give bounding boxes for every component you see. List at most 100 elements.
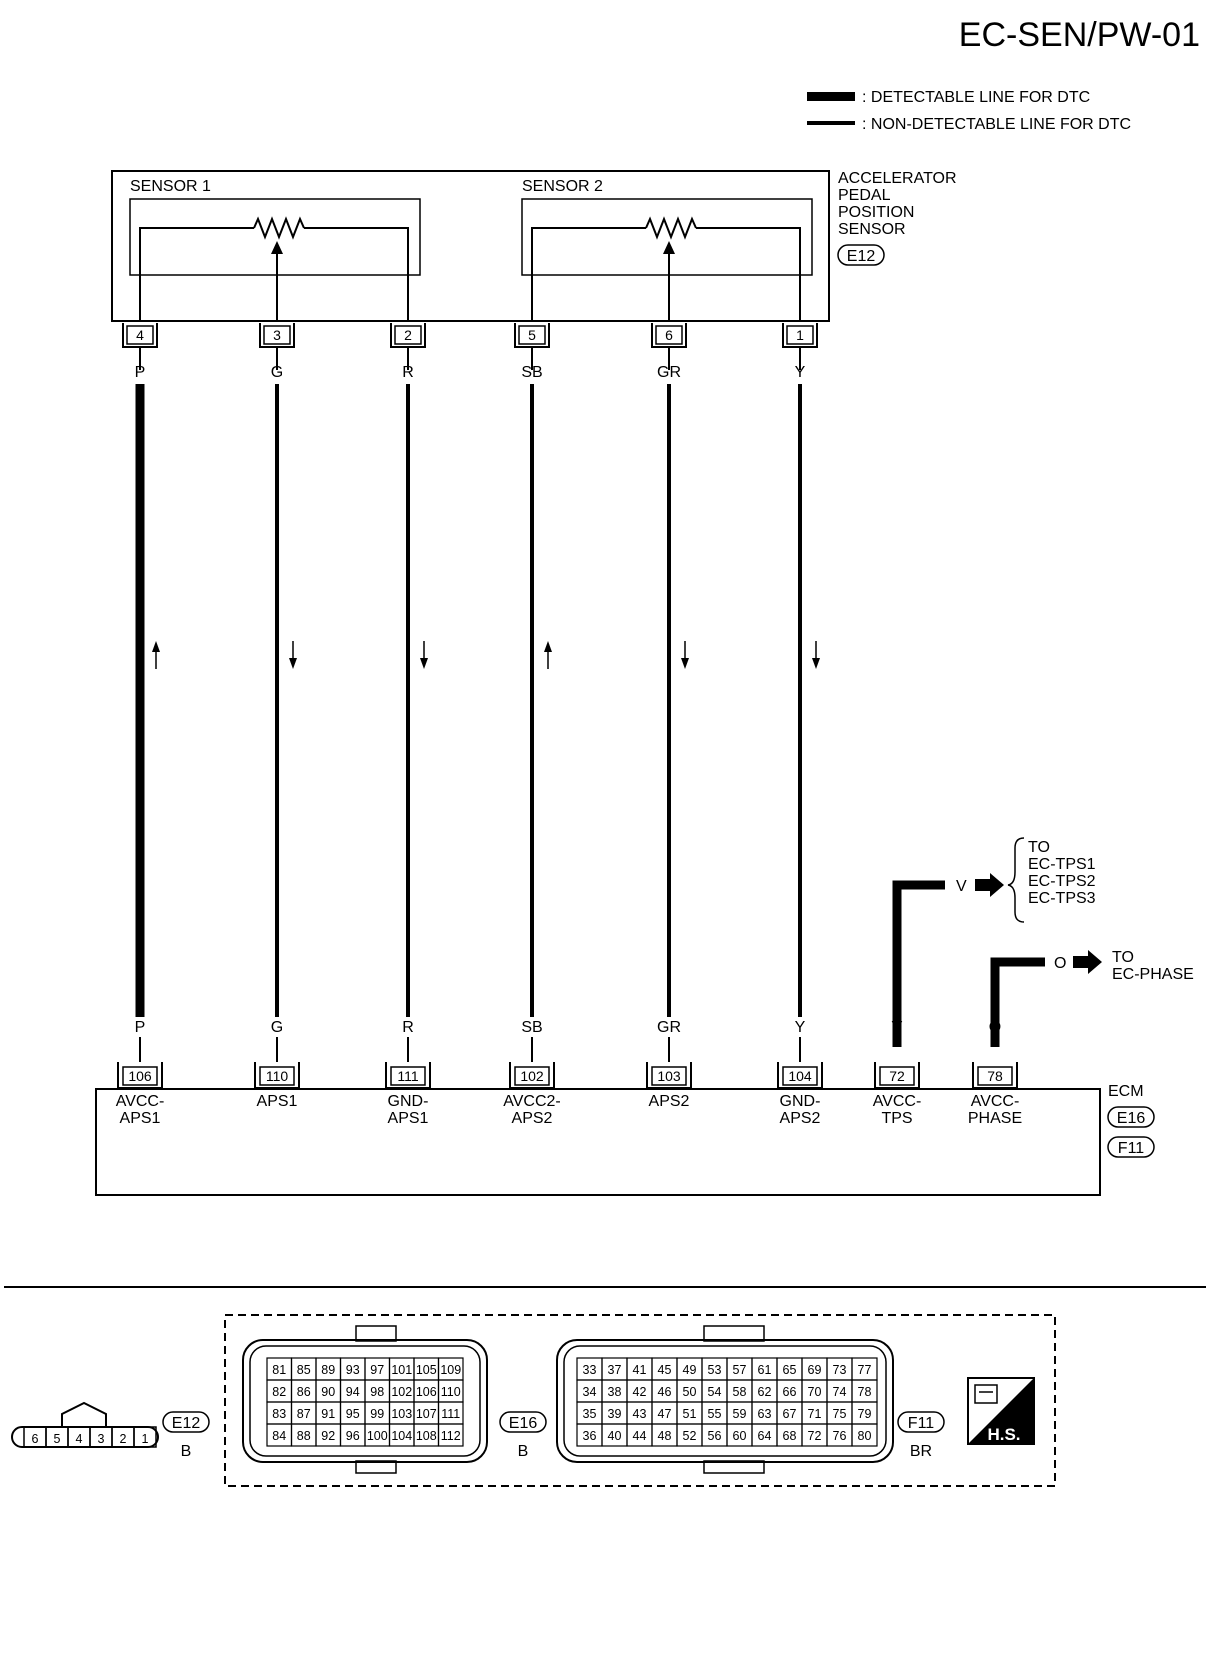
branch-wires — [892, 880, 1045, 1047]
f11-pin-number: 36 — [583, 1429, 597, 1443]
e16-pin-number: 100 — [367, 1429, 388, 1443]
ecm-connector-badge — [1107, 1136, 1155, 1158]
sensor2-trace-right — [696, 227, 801, 322]
f11-pin-number: 43 — [633, 1407, 647, 1421]
connector-icon — [974, 1384, 998, 1404]
ecm-terminal-label: APS2 — [780, 1110, 821, 1127]
sensor-name-line: PEDAL — [838, 187, 891, 204]
ecm-pin-number: 72 — [889, 1068, 905, 1084]
sensor-name-line: POSITION — [838, 204, 914, 221]
f11-pin-number: 42 — [633, 1385, 647, 1399]
f11-pin-number: 65 — [783, 1363, 797, 1377]
hs-badge: H.S. — [967, 1377, 1035, 1445]
ecm-terminal-label: PHASE — [968, 1110, 1022, 1127]
sensor-name: ACCELERATOR PEDAL POSITION SENSOR — [838, 170, 957, 238]
e16-pin-number: 105 — [416, 1363, 437, 1377]
e12-pin-number: 4 — [76, 1432, 83, 1446]
e16-pin-number: 83 — [272, 1407, 286, 1421]
hs-badge-fill — [968, 1378, 1034, 1444]
e16-pin-number: 101 — [391, 1363, 412, 1377]
e16-pin-number: 109 — [440, 1363, 461, 1377]
arrow-down-icon — [420, 658, 428, 669]
sensor-outer-box — [111, 170, 830, 322]
e16-pin-number: 89 — [321, 1363, 335, 1377]
sensor2-label: SENSOR 2 — [522, 178, 603, 195]
ecm-terminal-label: APS2 — [512, 1110, 553, 1127]
arrow-down-icon — [289, 658, 297, 669]
f11-housing-inner — [563, 1345, 887, 1457]
destination-line: TO — [1028, 839, 1050, 856]
f11-pin-number: 61 — [758, 1363, 772, 1377]
f11-top-key — [703, 1325, 765, 1342]
sensor-pin-number: 1 — [796, 327, 804, 343]
e16-pin-number: 96 — [346, 1429, 360, 1443]
f11-pin-number: 60 — [733, 1429, 747, 1443]
ecm-terminal-label: GND- — [388, 1093, 429, 1110]
sensor-pin-box — [786, 325, 814, 345]
sensor-pin-number: 6 — [665, 327, 673, 343]
f11-pin-number: 46 — [658, 1385, 672, 1399]
legend-thin-swatch — [807, 121, 855, 125]
e12-pin-number: 6 — [32, 1432, 39, 1446]
ecm-connector-frame — [224, 1314, 1056, 1487]
destination-line: TO — [1112, 949, 1134, 966]
e12-pin-number: 5 — [54, 1432, 61, 1446]
f11-pin-number: 40 — [608, 1429, 622, 1443]
ecm-terminal-label: AVCC- — [971, 1093, 1020, 1110]
ecm-pin-number: 103 — [657, 1068, 681, 1084]
e16-pin-number: 102 — [391, 1385, 412, 1399]
sensor1-resistor-icon — [253, 216, 305, 240]
ecm-box — [95, 1088, 1101, 1196]
ecm-pin-number: 111 — [397, 1068, 418, 1084]
f11-bottom-key — [703, 1460, 765, 1474]
e12-latch — [61, 1401, 107, 1427]
f11-pin-number: 45 — [658, 1363, 672, 1377]
f11-pin-number: 33 — [583, 1363, 597, 1377]
f11-pin-number: 47 — [658, 1407, 672, 1421]
f11-pin-number: 70 — [808, 1385, 822, 1399]
e16-pin-number: 97 — [370, 1363, 384, 1377]
ecm-connector-badge — [1107, 1106, 1155, 1128]
ecm-pin-box — [122, 1066, 158, 1086]
ecm-pin-box — [651, 1066, 687, 1086]
ecm-terminal-label: APS1 — [388, 1110, 429, 1127]
f11-badge — [897, 1411, 945, 1433]
wire-color-label: P — [135, 1019, 146, 1036]
legend: : DETECTABLE LINE FOR DTC : NON-DETECTAB… — [807, 89, 1131, 133]
branch-o-arrow-icon — [1073, 950, 1102, 974]
e16-pin-number: 95 — [346, 1407, 360, 1421]
arrow-down-icon — [681, 658, 689, 669]
f11-pin-number: 58 — [733, 1385, 747, 1399]
sensor-pin-box — [126, 325, 154, 345]
f11-pin-number: 59 — [733, 1407, 747, 1421]
e16-pin-number: 88 — [297, 1429, 311, 1443]
f11-pin-number: 54 — [708, 1385, 722, 1399]
branch-wire-v — [892, 880, 945, 1047]
wire-color-label: SB — [521, 364, 542, 381]
sensor2-resistor-icon — [645, 216, 697, 240]
legend-thin-text: : NON-DETECTABLE LINE FOR DTC — [862, 116, 1131, 133]
e16-id: E16 — [509, 1415, 538, 1432]
f11-pin-number: 67 — [783, 1407, 797, 1421]
circuits: 4PP3GG2RR5SBSB6GRGR1YY106AVCC-APS1110APS… — [116, 323, 1022, 1127]
f11-pin-number: 53 — [708, 1363, 722, 1377]
sensor-name-line: ACCELERATOR — [838, 170, 957, 187]
ecm-pin-box — [977, 1066, 1013, 1086]
f11-pin-number: 75 — [833, 1407, 847, 1421]
f11-pin-number: 37 — [608, 1363, 622, 1377]
f11-connector-face — [556, 1325, 894, 1474]
accelerator-pedal-sensor — [111, 170, 830, 322]
e16-badge — [499, 1411, 547, 1433]
sensor-pin-number: 2 — [404, 327, 412, 343]
branch-v-color: V — [956, 878, 967, 895]
e16-housing-inner — [249, 1345, 481, 1457]
ecm-pin-number: 104 — [788, 1068, 812, 1084]
e16-pin-number: 86 — [297, 1385, 311, 1399]
e16-pin-number: 111 — [441, 1407, 460, 1421]
e16-pin-number: 87 — [297, 1407, 311, 1421]
sensor-connector-id: E12 — [847, 248, 876, 265]
wire-color-label: G — [271, 1019, 283, 1036]
